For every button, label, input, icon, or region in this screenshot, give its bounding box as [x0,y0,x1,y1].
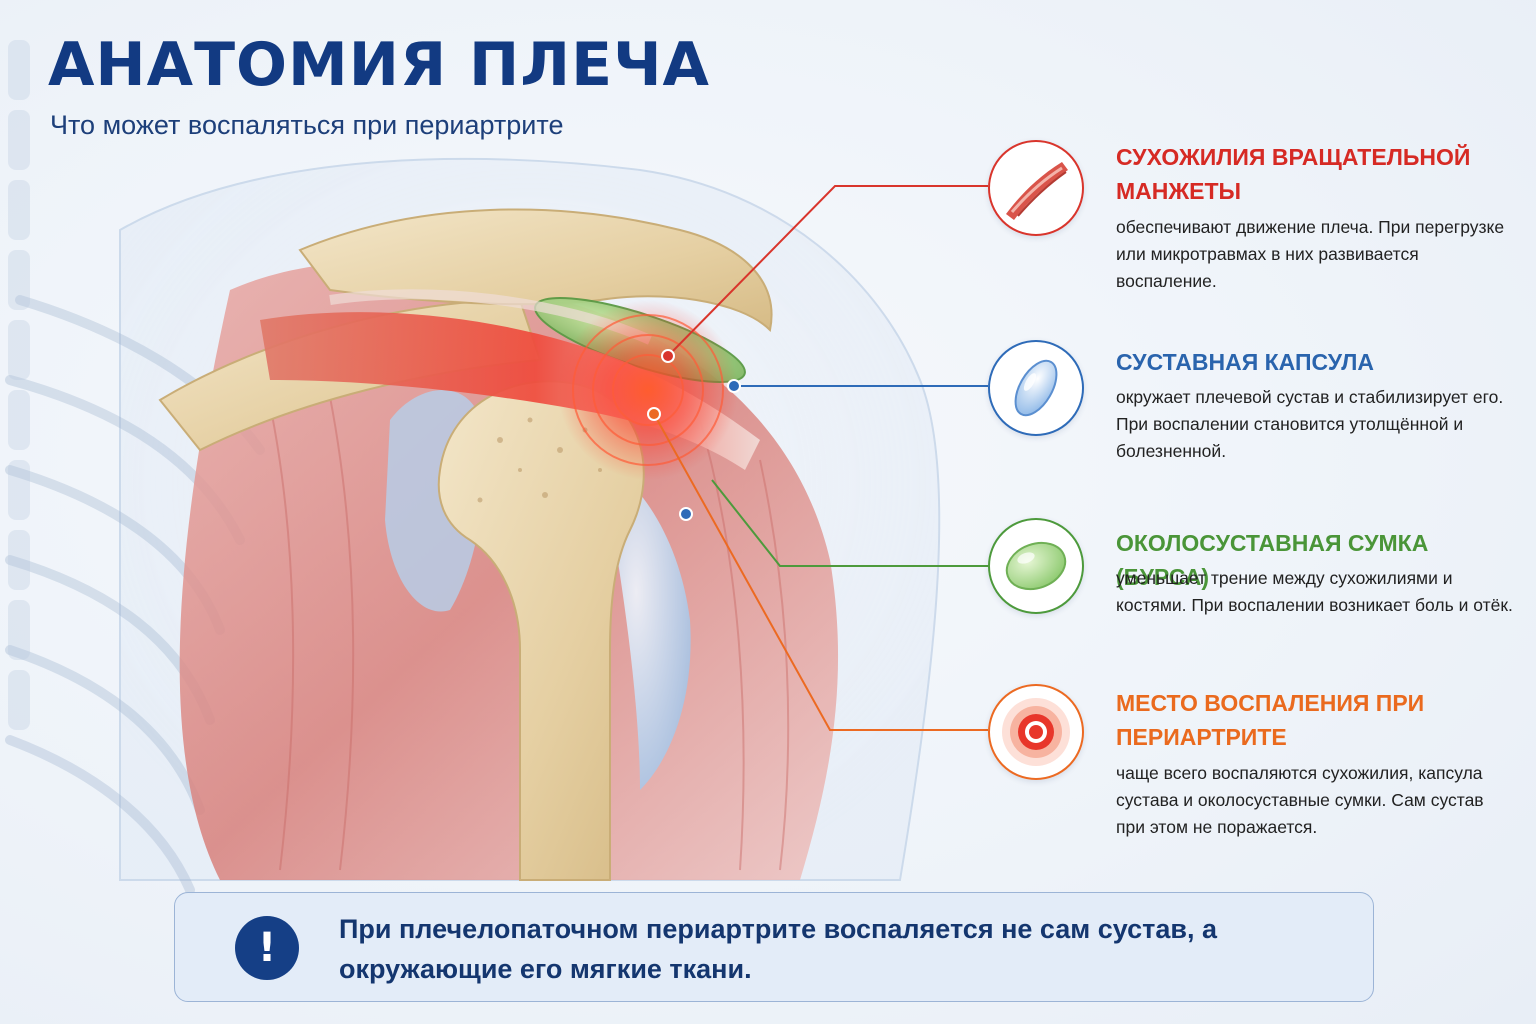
callout-title: МЕСТО ВОСПАЛЕНИЯ ПРИ ПЕРИАРТРИТЕ [1116,690,1425,750]
page-title: АНАТОМИЯ ПЛЕЧА [48,30,710,100]
notice-text: При плечелопаточном периартрите воспаляе… [339,914,1217,984]
callout-description: уменьшает трение между сухожилиями и кос… [1116,568,1513,615]
callout-title: СУХОЖИЛИЯ ВРАЩАТЕЛЬНОЙ МАНЖЕТЫ [1116,144,1471,204]
callout-title: ОКОЛОСУСТАВНАЯ СУМКА (БУРСА) [1116,530,1429,590]
notice-banner: ! При плечелопаточном периартрите воспал… [174,892,1374,1002]
inflammation-target-icon [988,684,1084,780]
capsule-icon [988,340,1084,436]
callout-description: обеспечивают движение плеча. При перегру… [1116,217,1505,291]
bursa-icon [988,518,1084,614]
exclamation-icon: ! [235,916,299,980]
callout-title: СУСТАВНАЯ КАПСУЛА [1116,349,1374,375]
tendon-icon [988,140,1084,236]
page-subtitle: Что может воспаляться при периартрите [50,110,564,140]
callout-description: окружает плечевой сустав и стабилизирует… [1116,387,1504,461]
callout-description: чаще всего воспаляются сухожилия, капсул… [1116,763,1484,837]
